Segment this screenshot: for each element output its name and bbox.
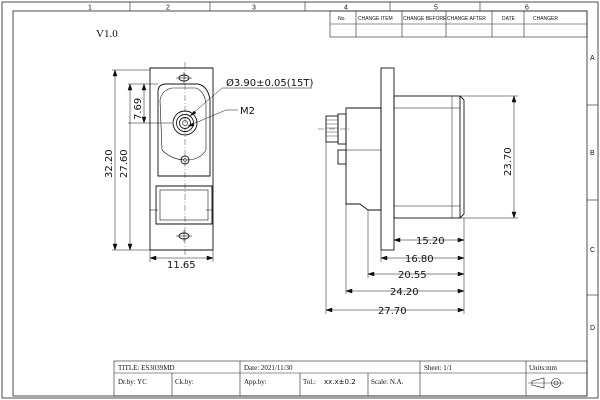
row-zone-markers: A B C D [587,55,598,332]
dim-label-top-offset: 7.69 [133,98,144,120]
projection-symbol-icon [528,377,564,389]
screw-thread-callout: M2 [240,106,255,117]
revision-header-change-after: CHANGE AFTER [447,16,486,22]
revision-table: No. CHANGE ITEM CHANGE BEFORE CHANGE AFT… [329,10,588,38]
title-block-units: Units:mm [529,364,558,372]
dim-label-overall-height: 32.20 [104,149,115,178]
row-marker-a: A [590,55,595,62]
dim-label-ear-to-body: 15.20 [416,236,445,247]
title-block: TITLE: ES3039MD Date: 2021/11/30 Sheet: … [113,360,588,397]
version-label: V1.0 [96,28,118,40]
column-marker-6: 6 [525,5,529,12]
title-block-tolerance-label: Tol.: [303,378,316,386]
row-marker-d: D [590,325,595,332]
title-block-checked-by: Ck.by: [175,378,194,386]
title-block-title: TITLE: ES3039MD [118,364,175,372]
revision-header-change-before: CHANGE BEFORE [403,16,447,22]
front-view-dimensions [112,69,312,262]
title-block-approved-by: App.by: [244,378,267,386]
dim-label-spline-to-body: 20.55 [398,270,427,281]
revision-header-date: DATE [502,16,516,22]
column-zone-markers: 1 2 3 4 5 6 [88,2,529,12]
column-marker-1: 1 [88,5,92,12]
row-marker-b: B [590,150,595,157]
revision-header-change-item: CHANGE ITEM [358,16,393,22]
title-block-sheet: Sheet: 1/1 [424,364,453,372]
side-view-dimension-labels: 23.70 15.20 16.80 20.55 24.20 27.70 [378,147,514,317]
servo-side-view [318,67,465,251]
dim-label-body-length: 16.80 [405,254,434,265]
title-block-date: Date: 2021/11/30 [244,364,293,372]
dim-label-overall: 27.70 [378,306,407,317]
column-marker-3: 3 [252,5,256,12]
column-marker-4: 4 [344,5,348,12]
dim-label-width: 11.65 [167,260,196,271]
dim-label-overall-case: 24.20 [390,287,419,298]
dim-label-body-height: 27.60 [119,149,130,178]
title-block-tolerance-value: xx.x±0.2 [324,378,356,386]
column-marker-5: 5 [434,5,438,12]
title-block-scale: Scale: N.A. [371,378,404,386]
title-block-drawn-by: Dr.by: YC [118,378,147,386]
row-marker-c: C [590,247,595,254]
dim-label-side-height: 23.70 [503,147,514,176]
column-marker-2: 2 [166,5,170,12]
shaft-diameter-callout: Ø3.90±0.05(15T) [226,77,314,89]
revision-header-changer: CHANGER [533,16,558,22]
side-view-dimensions [325,95,518,314]
servo-front-view [149,62,214,256]
revision-header-no: No. [338,16,346,22]
front-view-dimension-labels: Ø3.90±0.05(15T) M2 7.69 32.20 27.60 11.6… [104,77,314,271]
